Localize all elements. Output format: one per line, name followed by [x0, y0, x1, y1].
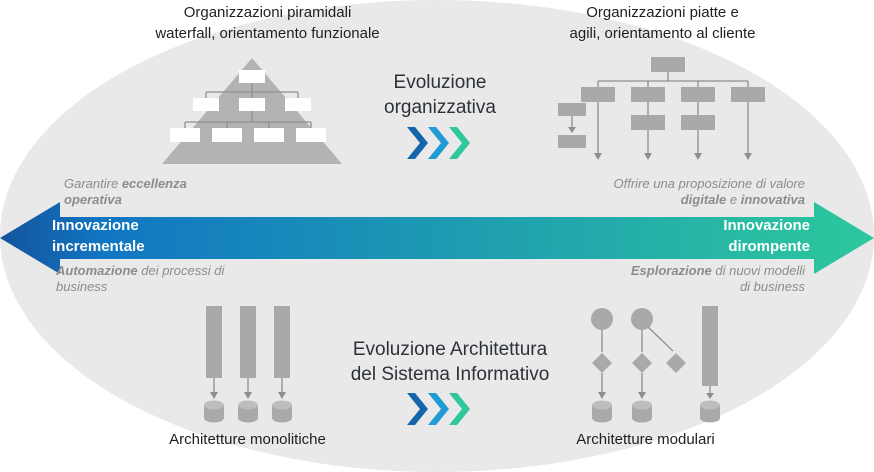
- innovation-spectrum-arrow: [0, 202, 874, 274]
- pyramidal-org-label-line1: Organizzazioni piramidali: [183, 4, 352, 21]
- flat-org-chart-graphic: [558, 57, 765, 160]
- mode-left-annotation: Automazione dei processi di business: [56, 263, 276, 295]
- pyramidal-org-label-line2: waterfall, orientamento funzionale: [155, 25, 380, 42]
- mode-right-bold: Esplorazione: [630, 263, 712, 278]
- org-evolution-title-line1: Evoluzione: [393, 72, 487, 93]
- architecture-evolution-title-line2: del Sistema Informativo: [350, 364, 550, 385]
- mode-right-annotation: Esplorazione di nuovi modelli di busines…: [555, 263, 805, 295]
- mode-right-normal: di nuovi modelli: [711, 263, 805, 278]
- disruptive-innovation-line2: dirompente: [728, 238, 810, 255]
- monolithic-architecture-label-line1: Architetture monolitiche: [169, 431, 326, 448]
- incremental-innovation-line2: incrementale: [52, 238, 145, 255]
- chevrons-right-icon: [407, 127, 470, 159]
- disruptive-innovation-line1: Innovazione: [723, 217, 810, 234]
- goal-right-bold2: innovativa: [740, 192, 805, 207]
- mode-left-normal: dei processi di: [137, 263, 225, 278]
- pyramid-org-chart-graphic: [162, 58, 342, 164]
- goal-left-bold1: eccellenza: [121, 176, 187, 191]
- chevrons-right-icon: [407, 393, 470, 425]
- incremental-innovation-label: Innovazione incrementale: [52, 215, 145, 257]
- goal-right-line1: Offrire una proposizione di valore: [613, 176, 806, 191]
- agile-org-label-line2: agili, orientamento al cliente: [569, 25, 756, 42]
- monolithic-architecture-graphic: [204, 306, 292, 423]
- mode-left-line2: business: [56, 279, 108, 294]
- org-evolution-title-line2: organizzativa: [384, 97, 496, 118]
- goal-right-bold1: digitale: [680, 192, 727, 207]
- monolithic-architecture-label: Architetture monolitiche: [150, 429, 345, 450]
- pyramidal-org-label: Organizzazioni piramidali waterfall, ori…: [110, 2, 425, 44]
- modular-architecture-label-line1: Architetture modulari: [576, 431, 715, 448]
- goal-right-normal: e: [726, 192, 741, 207]
- goal-left-bold2: operativa: [64, 192, 122, 207]
- disruptive-innovation-label: Innovazione dirompente: [610, 215, 810, 257]
- architecture-evolution-title: Evoluzione Architettura del Sistema Info…: [325, 337, 575, 387]
- architecture-evolution-title-line1: Evoluzione Architettura: [352, 339, 548, 360]
- modular-architecture-graphic: [591, 306, 720, 423]
- mode-left-bold: Automazione: [56, 263, 138, 278]
- org-evolution-title: Evoluzione organizzativa: [345, 70, 535, 120]
- goal-left-annotation: Garantire eccellenza operativa: [64, 176, 284, 208]
- mode-right-line2: di business: [739, 279, 805, 294]
- incremental-innovation-line1: Innovazione: [52, 217, 139, 234]
- modular-architecture-label: Architetture modulari: [548, 429, 743, 450]
- agile-org-label-line1: Organizzazioni piatte e: [586, 4, 739, 21]
- goal-right-annotation: Offrire una proposizione di valore digit…: [555, 176, 806, 208]
- agile-org-label: Organizzazioni piatte e agili, orientame…: [505, 2, 820, 44]
- goal-left-normal: Garantire: [64, 176, 122, 191]
